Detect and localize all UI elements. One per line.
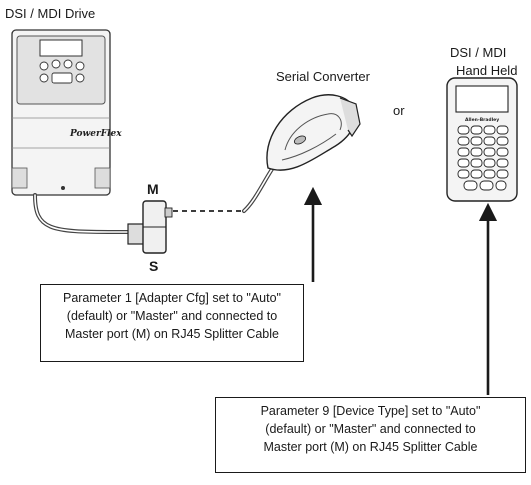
adapter-cfg-callout: Parameter 1 [Adapter Cfg] set to "Auto" … [40,284,304,362]
callout-line: (default) or "Master" and connected to [265,422,476,436]
drive-brand-text: PowerFlex [69,129,122,139]
callout-line: Parameter 9 [Device Type] set to "Auto" [260,404,481,418]
hand-held-brand-text: Allen-Bradley [465,117,499,123]
device-type-callout: Parameter 9 [Device Type] set to "Auto" … [215,397,526,473]
hand-held-image: Allen-Bradley [446,77,518,202]
serial-converter-image [266,94,361,171]
master-port-label: M [147,181,159,197]
slave-port-label: S [149,258,158,274]
callout-line: (default) or "Master" and connected to [66,309,278,323]
drive-label: DSI / MDI Drive [5,6,95,21]
callout-line: Master port (M) on RJ45 Splitter Cable [263,440,478,454]
callout-line: Master port (M) on RJ45 Splitter Cable [65,327,279,341]
hand-held-label-line1: DSI / MDI [450,45,506,60]
serial-converter-label: Serial Converter [276,69,371,84]
callout-line: Parameter 1 [Adapter Cfg] set to "Auto" [62,291,281,305]
rj45-splitter-image [127,200,173,254]
or-label: or [393,103,405,118]
hand-held-label-line2: Hand Held [456,63,517,78]
drive-image: PowerFlex [11,29,122,196]
